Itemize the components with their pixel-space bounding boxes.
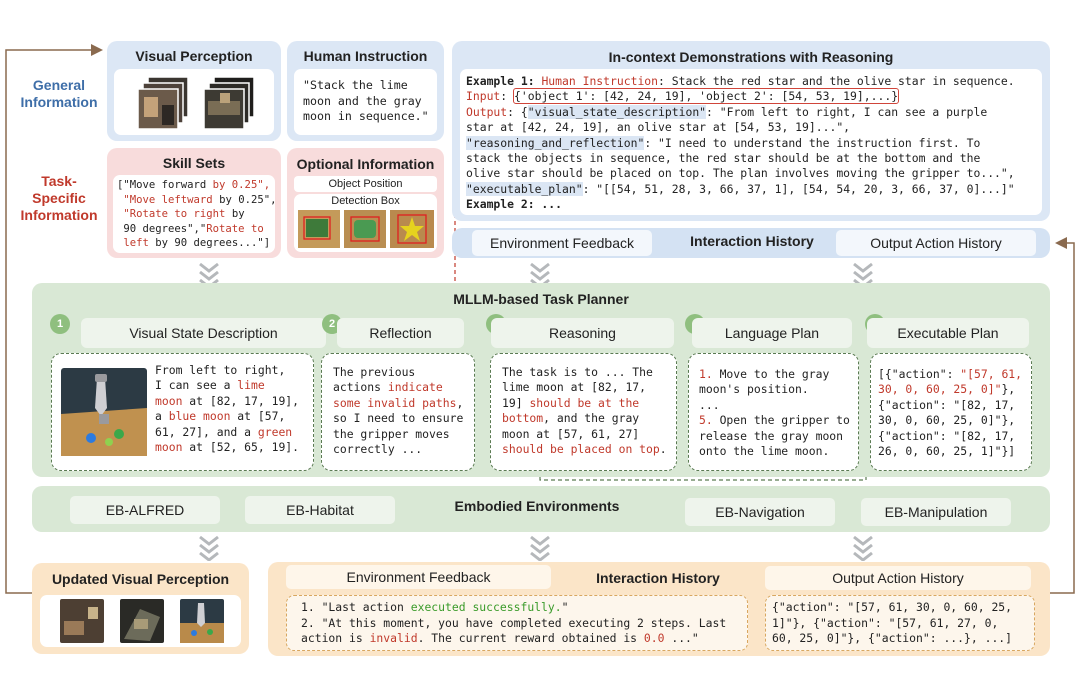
demonstrations-title: In-context Demonstrations with Reasoning bbox=[608, 49, 894, 65]
down-chevron-icon bbox=[852, 535, 874, 561]
output-action-history-box: {"action": "[57, 61, 30, 0, 60, 25,1]"},… bbox=[765, 595, 1035, 651]
executable-plan-text: [{"action": "[57, 61,30, 0, 60, 25, 0]"}… bbox=[878, 367, 1023, 459]
executable-plan-box: [{"action": "[57, 61,30, 0, 60, 25, 0]"}… bbox=[870, 353, 1032, 471]
updated-room-image-2 bbox=[120, 599, 164, 643]
task-planner-panel: MLLM-based Task Planner 1 Visual State D… bbox=[32, 283, 1050, 477]
detection-box-images bbox=[298, 210, 434, 248]
embodied-environments-panel: EB-ALFRED EB-Habitat Embodied Environmen… bbox=[32, 486, 1050, 532]
demonstrations-text: Example 1: Human Instruction: Stack the … bbox=[466, 74, 1015, 212]
visual-perception-panel: Visual Perception bbox=[107, 41, 281, 141]
step-1-badge: 1 bbox=[50, 314, 70, 334]
detection-box-area: Detection Box bbox=[294, 194, 437, 252]
environment-feedback-text: 1. "Last action executed successfully."2… bbox=[301, 600, 727, 646]
interaction-history-bottom-panel: Environment Feedback Interaction History… bbox=[268, 562, 1050, 656]
human-instruction-text-box: "Stack the lime moon and the gray moon i… bbox=[294, 69, 437, 135]
top-interaction-history-title: Interaction History bbox=[690, 233, 814, 249]
bottom-output-action-history-label: Output Action History bbox=[765, 566, 1031, 590]
env-eb-habitat: EB-Habitat bbox=[245, 496, 395, 524]
down-chevron-icon bbox=[198, 535, 220, 561]
step-2-label: Reflection bbox=[337, 318, 464, 348]
robot-arm-scene-image bbox=[61, 368, 147, 456]
updated-robot-scene-image bbox=[180, 599, 224, 643]
optional-information-panel: Optional Information Object Position Det… bbox=[287, 148, 444, 258]
bottom-environment-feedback-label: Environment Feedback bbox=[286, 565, 551, 589]
top-environment-feedback-label: Environment Feedback bbox=[472, 230, 652, 256]
detection-box-label: Detection Box bbox=[331, 195, 400, 207]
bottom-interaction-history-title: Interaction History bbox=[596, 570, 720, 586]
interaction-history-top-panel: Environment Feedback Interaction History… bbox=[452, 228, 1050, 258]
skill-sets-panel: Skill Sets ["Move forward by 0.25", "Mov… bbox=[107, 148, 281, 258]
optional-information-title: Optional Information bbox=[296, 156, 435, 172]
updated-visual-perception-panel: Updated Visual Perception bbox=[32, 563, 249, 654]
skill-sets-list-box: ["Move forward by 0.25", "Move leftward … bbox=[113, 175, 277, 253]
skill-sets-list: ["Move forward by 0.25", "Move leftward … bbox=[117, 179, 277, 250]
human-instruction-title: Human Instruction bbox=[303, 48, 428, 64]
object-position-label: Object Position bbox=[294, 176, 437, 192]
output-action-history-text: {"action": "[57, 61, 30, 0, 60, 25,1]"},… bbox=[772, 600, 1013, 646]
room-image-stack-2 bbox=[204, 76, 255, 130]
demonstrations-text-box: Example 1: Human Instruction: Stack the … bbox=[460, 69, 1042, 215]
step-1-label: Visual State Description bbox=[81, 318, 326, 348]
step-4-label: Language Plan bbox=[692, 318, 852, 348]
human-instruction-panel: Human Instruction "Stack the lime moon a… bbox=[287, 41, 444, 141]
visual-perception-title: Visual Perception bbox=[135, 48, 253, 64]
env-eb-alfred: EB-ALFRED bbox=[70, 496, 220, 524]
environment-feedback-box: 1. "Last action executed successfully."2… bbox=[286, 595, 748, 651]
step-3-label: Reasoning bbox=[491, 318, 674, 348]
down-chevron-icon bbox=[529, 535, 551, 561]
updated-visual-perception-title: Updated Visual Perception bbox=[51, 571, 230, 587]
top-output-action-history-label: Output Action History bbox=[836, 230, 1036, 256]
embodied-environments-title: Embodied Environments bbox=[454, 498, 620, 514]
env-eb-manipulation: EB-Manipulation bbox=[861, 498, 1011, 526]
demonstrations-panel: In-context Demonstrations with Reasoning… bbox=[452, 41, 1050, 221]
env-eb-navigation: EB-Navigation bbox=[685, 498, 835, 526]
visual-perception-images bbox=[114, 69, 274, 135]
task-planner-title: MLLM-based Task Planner bbox=[453, 291, 629, 307]
room-image-stack-1 bbox=[138, 76, 189, 130]
human-instruction-text: "Stack the lime moon and the gray moon i… bbox=[303, 78, 429, 124]
updated-room-image-1 bbox=[60, 599, 104, 643]
updated-visual-perception-images bbox=[40, 595, 241, 647]
step-5-label: Executable Plan bbox=[867, 318, 1029, 348]
skill-sets-title: Skill Sets bbox=[162, 155, 226, 171]
